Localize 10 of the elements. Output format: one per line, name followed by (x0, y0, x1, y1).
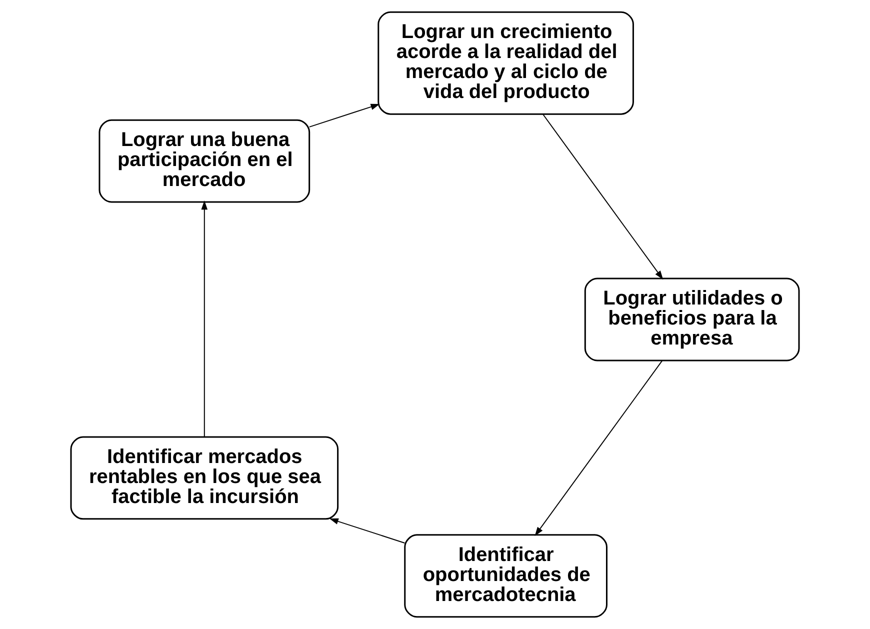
node-box: Identificar mercados rentables en los que sea factible la incursión (70, 436, 339, 520)
arrow (308, 104, 380, 128)
node-box: Identificar oportunidades de mercadotecnia (404, 534, 608, 618)
arrow (542, 114, 664, 280)
arrow (201, 200, 208, 438)
node-box: Lograr un crecimiento acorde a la realidad del mercado y al ciclo de vida del producto (378, 11, 634, 115)
arrow (534, 360, 663, 536)
node-box: Lograr una buena participación en el mercado (98, 119, 310, 203)
node-box: Lograr utilidades o beneficios para la empresa (584, 278, 800, 362)
arrow (329, 518, 406, 544)
